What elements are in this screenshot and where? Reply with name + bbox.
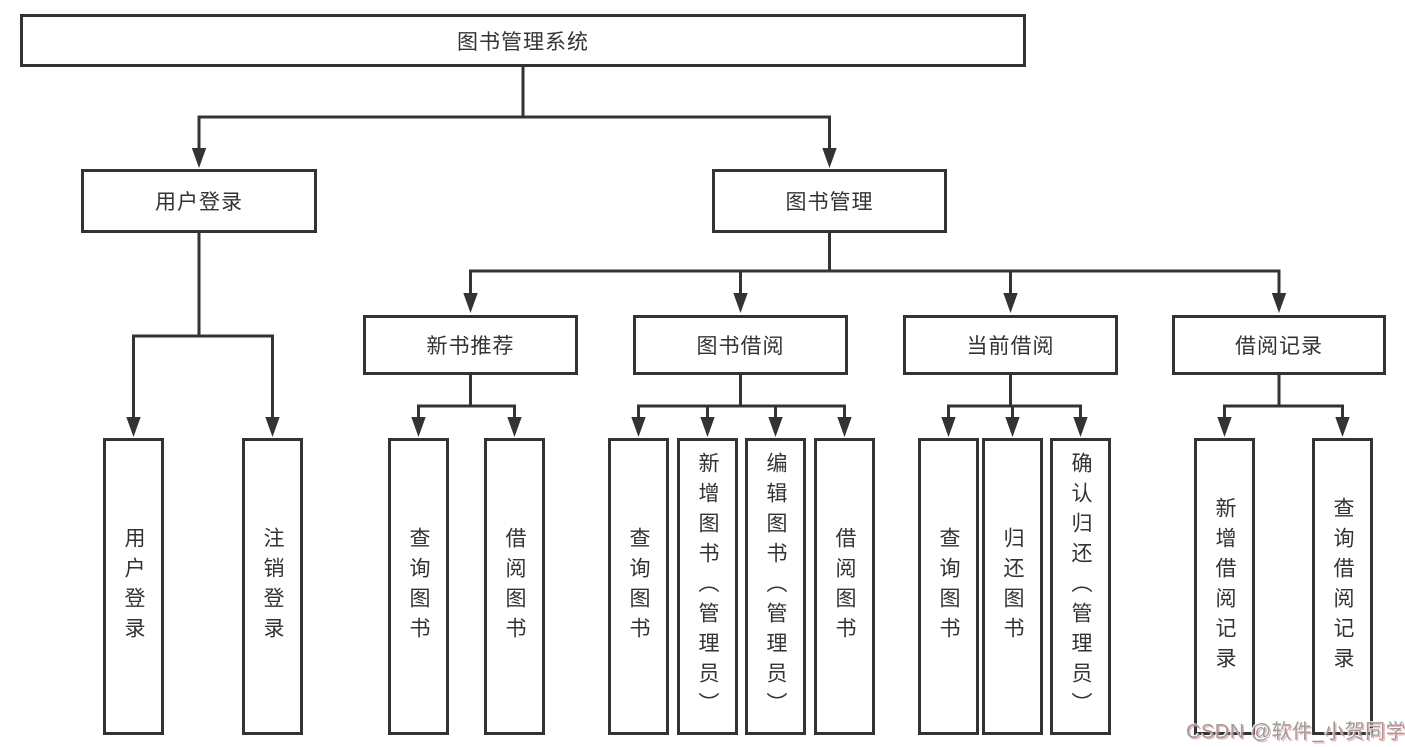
leaf-add-borrow-record: 新增借阅记录 — [1194, 438, 1255, 735]
connector-new-book-to-leaves — [411, 375, 522, 437]
node-current-borrow: 当前借阅 — [903, 315, 1118, 375]
leaf-query-books-borrow: 查询图书 — [608, 438, 669, 735]
leaf-query-borrow-record: 查询借阅记录 — [1312, 438, 1373, 735]
node-system-root: 图书管理系统 — [20, 14, 1026, 67]
leaf-user-login: 用户登录 — [103, 438, 164, 735]
connector-book-borrow-to-leaves — [631, 375, 852, 437]
leaf-edit-book-admin: 编辑图书（管理员） — [745, 438, 806, 735]
watermark-csdn: CSDN @软件_小贺同学 — [1186, 721, 1405, 743]
connector-root-to-level2 — [191, 67, 837, 168]
connector-current-borrow-to-leaves — [941, 375, 1088, 437]
leaf-return-book: 归还图书 — [982, 438, 1043, 735]
connector-user-login-to-leaves — [126, 233, 280, 437]
leaf-confirm-return-admin: 确认归还（管理员） — [1050, 438, 1111, 735]
node-book-management: 图书管理 — [712, 169, 947, 233]
connector-records-to-leaves — [1217, 375, 1350, 437]
node-book-borrow: 图书借阅 — [633, 315, 848, 375]
leaf-query-books-current: 查询图书 — [918, 438, 979, 735]
node-user-login: 用户登录 — [81, 169, 317, 233]
leaf-borrow-books-recommend: 借阅图书 — [484, 438, 545, 735]
node-borrow-records: 借阅记录 — [1172, 315, 1386, 375]
connector-book-management-to-level3 — [463, 233, 1287, 313]
leaf-logout: 注销登录 — [242, 438, 303, 735]
leaf-add-book-admin: 新增图书（管理员） — [677, 438, 738, 735]
leaf-query-books-recommend: 查询图书 — [388, 438, 449, 735]
node-new-book-recommend: 新书推荐 — [363, 315, 578, 375]
leaf-borrow-books: 借阅图书 — [814, 438, 875, 735]
